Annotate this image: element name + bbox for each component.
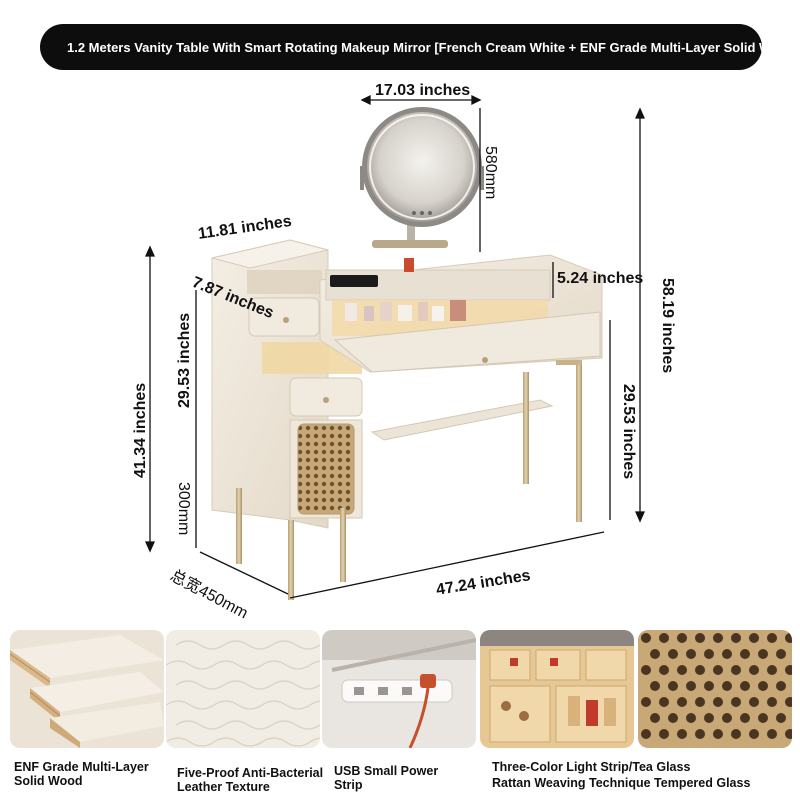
mirror-width-label: 17.03 inches (375, 82, 471, 99)
feature-caption-leather: Five-Proof Anti-Bacterial Leather Textur… (177, 766, 324, 794)
leather-texture-icon (166, 630, 320, 748)
feature-caption-rattan: Rattan Weaving Technique Tempered Glass (492, 776, 751, 790)
product-title: 1.2 Meters Vanity Table With Smart Rotat… (67, 39, 762, 55)
desk-body (319, 254, 603, 441)
rattan-weave-icon (638, 630, 792, 748)
total-height-left-label: 41.34 inches (132, 382, 149, 478)
feature-strip: ENF Grade Multi-Layer Solid Wood Five-Pr… (0, 628, 800, 798)
feature-caption-usb: USB Small Power Strip (334, 764, 439, 792)
cabinet-height-label: 29.53 inches (176, 312, 193, 408)
rotating-mirror (360, 107, 484, 248)
desk-height-label: 29.53 inches (620, 384, 637, 480)
feature-caption-wood: ENF Grade Multi-Layer Solid Wood (14, 760, 149, 788)
usb-power-strip-icon (322, 630, 476, 748)
title-banner: 1.2 Meters Vanity Table With Smart Rotat… (40, 24, 762, 70)
plywood-layers-icon (10, 630, 164, 748)
light-strip-drawer-icon (480, 630, 634, 748)
leg-height-label: 300mm (175, 482, 192, 536)
dimension-lines (144, 94, 646, 599)
left-cabinet (211, 239, 363, 529)
vanity-table-illustration (144, 94, 646, 600)
top-shelf-height-label: 5.24 inches (557, 270, 644, 287)
total-height-right-label: 58.19 inches (659, 278, 676, 374)
mirror-height-label: 580mm (482, 146, 499, 200)
feature-caption-light: Three-Color Light Strip/Tea Glass (492, 760, 691, 774)
gold-legs (236, 360, 582, 600)
